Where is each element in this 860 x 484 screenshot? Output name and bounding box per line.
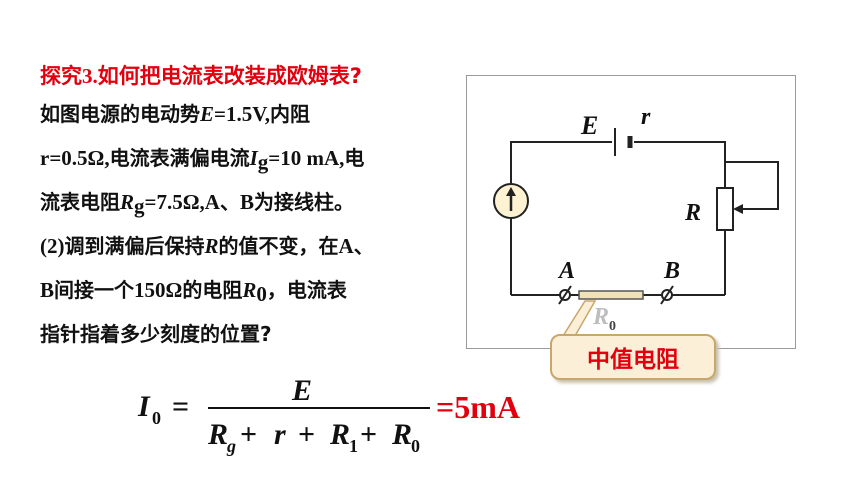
wire-top-left — [510, 141, 612, 184]
value-external-resistance: 150Ω — [134, 278, 183, 302]
var-resistance: R — [120, 190, 135, 214]
text-segment: B — [239, 190, 254, 214]
formula: I 0 = E R g + r + R 1 + R 0 =5mA — [130, 374, 570, 468]
rheostat-slider-wire — [725, 161, 779, 210]
problem-line-2: r=0.5Ω,电流表满偏电流Ig=10 mA,电 — [40, 145, 364, 175]
text-segment: 流表电阻 — [40, 190, 120, 214]
var-subscript: g — [134, 194, 145, 218]
value-meter-resistance: =7.5Ω,A — [144, 190, 220, 214]
rheostat-slider-arrow — [733, 204, 743, 214]
label-rheostat: R — [684, 200, 701, 226]
den-r1-subscript: 1 — [349, 436, 358, 456]
text-segment: 、 — [353, 234, 374, 258]
text-segment: 指针指着多少刻度的位置? — [40, 322, 272, 346]
callout-mid-value-resistance: 中值电阻 — [550, 334, 716, 380]
den-r: r — [274, 418, 286, 451]
den-plus-1: + — [240, 418, 257, 451]
text-segment: 的值不变，在 — [218, 234, 339, 258]
galvanometer-arrow-icon — [506, 187, 516, 196]
text-segment: ，电流表 — [266, 278, 347, 302]
value-full-scale-current: =10 mA, — [268, 146, 345, 170]
terminal-a-slash — [558, 285, 572, 305]
formula-lhs-subscript: 0 — [152, 408, 161, 428]
var-resistance: R — [204, 234, 219, 258]
wire-top-right — [634, 141, 726, 188]
rheostat-body — [716, 187, 734, 231]
var-subscript: 0 — [256, 282, 267, 306]
text-segment: 调到满偏后保持 — [64, 234, 205, 258]
den-r0-subscript: 0 — [411, 436, 420, 456]
text-segment: 电 — [344, 146, 365, 170]
formula-result: =5mA — [436, 389, 520, 425]
den-rg-subscript: g — [226, 436, 236, 456]
formula-equals: = — [172, 390, 189, 423]
circuit-svg: E r R A B R 0 — [493, 104, 779, 337]
text-segment: 的电阻 — [182, 278, 243, 302]
value-emf: =1.5V, — [214, 102, 270, 126]
problem-line-5: B间接一个150Ω的电阻R0，电流表 — [40, 277, 347, 307]
title-prefix: 探究 — [40, 64, 82, 88]
text-segment: 间接一个 — [54, 278, 135, 302]
text-segment: 内阻 — [269, 102, 310, 126]
label-r0: R — [592, 304, 609, 330]
var-subscript: g — [257, 150, 269, 174]
den-plus-2: + — [298, 418, 315, 451]
den-plus-3: + — [360, 418, 377, 451]
formula-numerator: E — [291, 378, 312, 407]
terminal-b-slash — [660, 285, 674, 305]
formula-lhs: I — [137, 390, 151, 423]
den-r1: R — [329, 418, 350, 451]
text-segment: 为接线柱。 — [253, 190, 354, 214]
text-segment: B — [40, 278, 55, 302]
text-segment: A — [338, 234, 354, 258]
var-current: I — [249, 146, 258, 170]
text-segment: 电流表满偏电流 — [109, 146, 250, 170]
label-terminal-a: A — [557, 258, 575, 284]
title-text: 如何把电流表改装成欧姆表? — [97, 64, 362, 88]
var-resistance: R — [242, 278, 257, 302]
label-terminal-b: B — [663, 258, 680, 284]
title-number: 3. — [82, 64, 98, 88]
text-segment: 如图电源的电动势 — [40, 102, 200, 126]
resistor-r0 — [578, 290, 644, 300]
den-rg: R — [207, 418, 228, 451]
label-r0-subscript: 0 — [609, 319, 616, 334]
circuit-diagram: E r R A B R 0 — [466, 75, 796, 349]
label-internal-resistance: r — [641, 104, 651, 130]
callout-pointer — [561, 300, 597, 337]
formula-svg: I 0 = E R g + r + R 1 + R 0 =5mA — [137, 374, 520, 456]
question-number: (2) — [40, 234, 65, 258]
problem-line-3: 流表电阻Rg=7.5Ω,A、B为接线柱。 — [40, 189, 354, 219]
problem-line-6: 指针指着多少刻度的位置? — [40, 321, 272, 347]
var-emf: E — [200, 102, 215, 126]
value-internal-resistance: r=0.5Ω, — [40, 146, 110, 170]
problem-line-4: (2)调到满偏后保持R的值不变，在A、 — [40, 233, 374, 259]
den-r0: R — [391, 418, 412, 451]
page-title: 探究3.如何把电流表改装成欧姆表? — [40, 60, 362, 90]
label-emf: E — [580, 111, 598, 140]
callout-label: 中值电阻 — [587, 347, 679, 373]
text-segment: 、 — [219, 190, 240, 214]
problem-line-1: 如图电源的电动势E=1.5V,内阻 — [40, 101, 310, 127]
